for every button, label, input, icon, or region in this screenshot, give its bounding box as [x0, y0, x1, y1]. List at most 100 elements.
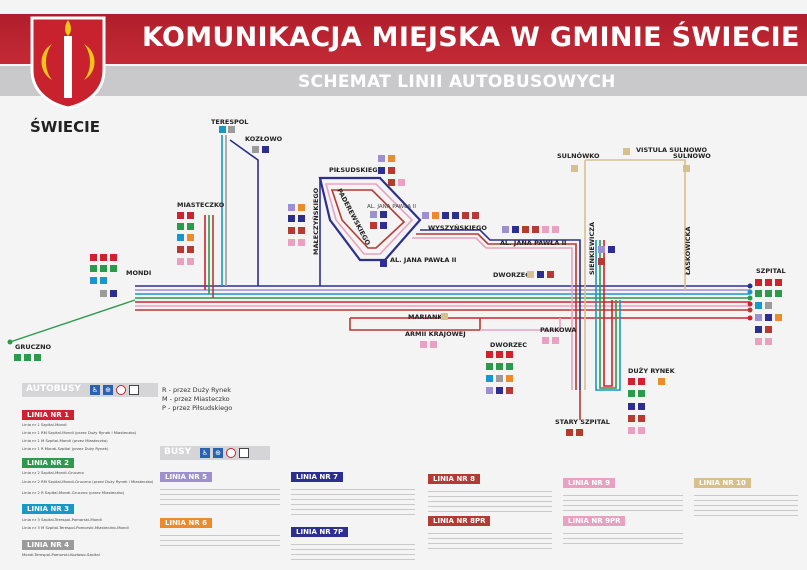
busy-label: BUSY [164, 447, 192, 457]
badges-jana-pawla-inner [370, 211, 387, 267]
route-line-gruczno [9, 299, 136, 343]
badges-gruczno [14, 354, 41, 361]
stop-stary-szpital: STARY SZPITAL [555, 418, 610, 426]
badges-wyszynskiego [422, 212, 479, 219]
via-note-p: P - przez Piłsudskiego [162, 404, 233, 412]
line-5-text [160, 485, 280, 509]
line-3-row-2: Linia nr 3 M Szpital-Terespol-Pomorski-M… [22, 525, 129, 530]
page-title: KOMUNIKACJA MIEJSKA W GMINIE ŚWIECIE [142, 22, 800, 53]
line-chip-8pr: LINIA NR 8PR [428, 516, 491, 526]
badges-miasteczko [177, 212, 194, 265]
badges-szpital [755, 279, 782, 345]
autobusy-label: AUTOBUSY [26, 384, 81, 394]
badges-dworzec-top [527, 271, 554, 278]
stop-gruczno: GRUCZNO [15, 343, 52, 351]
line-6-text [160, 531, 280, 549]
line-chip-10: LINIA NR 10 [694, 478, 751, 488]
badges-terespol [219, 126, 235, 133]
badges-duzy-rynek [628, 378, 665, 434]
line-10-text [694, 491, 798, 517]
header-bar: KOMUNIKACJA MIEJSKA W GMINIE ŚWIECIE [0, 14, 807, 64]
badges-pilsudskiego [378, 155, 405, 186]
route-line-kozlowo [229, 139, 259, 286]
stop-parkowa: PARKOWA [540, 326, 576, 334]
route-line-duzy-rynek-2 [599, 240, 617, 389]
stroller-icon: ⊕ [103, 385, 113, 395]
badges-jana-pawla-east [502, 226, 559, 233]
line-chip-3: LINIA NR 3 [22, 504, 74, 514]
stop-terespol: TERESPOL [211, 118, 248, 126]
szpital-terminals [747, 283, 753, 321]
line-9-text [563, 491, 683, 511]
route-line-pilsudskiego-loop-3 [330, 189, 406, 249]
stop-laskowicka: ŁASKOWICKA [684, 226, 692, 276]
stop-sulnowko: SULNÓWKO [557, 151, 600, 160]
stop-duzy-rynek: DUŻY RYNEK [628, 366, 676, 375]
stop-pilsudskiego: PIŁSUDSKIEGO [329, 166, 384, 174]
line-1-row-3: Linia nr 1 M Szpital-Mondi (przez Miaste… [22, 438, 108, 443]
badges-sulnowo [571, 148, 690, 172]
line-2-row-3: Linia nr 2 R Szpital-Mondi-Gruczno (prze… [22, 490, 125, 495]
stop-dworzec-top: DWORZEC [493, 271, 530, 279]
badges-armii [420, 341, 437, 348]
route-line-parkowa [480, 318, 561, 331]
busy-no-smoking-icon [226, 448, 236, 458]
badges-parkowa [542, 337, 559, 344]
busy-header: BUSY ♿ ⊕ [160, 446, 270, 460]
line-9pr-text [563, 529, 683, 547]
route-line-armii [349, 318, 481, 331]
line-1-row-2: Linia nr 1 RM Szpital-Mondi (przez Duży … [22, 430, 137, 435]
stop-sienkiewicza: SIENKIEWICZA [588, 222, 596, 275]
badges-maleczynskiego [288, 204, 305, 246]
line-2-row-2: Linia nr 2 RM Szpital-Mondi-Gruczno (prz… [22, 479, 154, 484]
badges-mondi [90, 254, 117, 297]
ticket-icon [129, 385, 139, 395]
autobusy-header: AUTOBUSY ♿ ⊕ [22, 383, 158, 397]
badges-sienkiewicza [598, 246, 615, 265]
route-line-duzy-rynek-3 [603, 240, 613, 387]
stop-miasteczko: MIASTECZKO [177, 201, 225, 209]
line-8pr-text [428, 529, 552, 551]
coat-of-arms-icon [30, 16, 106, 110]
subtitle-bar: SCHEMAT LINII AUTOBUSOWYCH [0, 66, 807, 96]
stop-mondi: MONDI [126, 269, 151, 277]
stop-armii-krajowej: ARMII KRAJOWEJ [405, 330, 466, 338]
route-line-jana-pawla [420, 229, 581, 390]
line-chip-9pr: LINIA NR 9PR [563, 516, 626, 526]
stop-wyszynskiego: WYSZYŃSKIEGO [428, 223, 487, 232]
line-7-text [291, 485, 415, 519]
badges-kozlowo [252, 146, 269, 153]
badges-marianki [441, 313, 448, 320]
stop-sulnowo: SULNOWO [673, 152, 711, 160]
accessibility-icon: ♿ [90, 385, 100, 395]
trunk-lines [9, 135, 750, 420]
stop-kozlowo: KOZŁOWO [245, 135, 283, 143]
page-subtitle: SCHEMAT LINII AUTOBUSOWYCH [298, 72, 616, 92]
line-chip-7p: LINIA NR 7P [291, 527, 349, 537]
busy-accessibility-icon: ♿ [200, 448, 210, 458]
no-smoking-icon [116, 385, 126, 395]
stop-jana-pawla-2: AL. JANA PAWŁA II [390, 256, 456, 264]
line-chip-6: LINIA NR 6 [160, 518, 212, 528]
badges-stary-szpital [566, 429, 583, 436]
stop-jana-pawla: AL. JANA PAWŁA II [500, 239, 566, 247]
busy-stroller-icon: ⊕ [213, 448, 223, 458]
line-2-row-1: Linia nr 2 Szpital-Mondi-Gruczno [22, 470, 84, 475]
stop-dworzec-bottom: DWORZEC [490, 341, 527, 349]
stop-szpital: SZPITAL [756, 267, 786, 275]
route-line-duzy-rynek [595, 240, 621, 391]
line-chip-2: LINIA NR 2 [22, 458, 74, 468]
stop-marianki: MARIANKI [408, 313, 445, 321]
line-7p-text [291, 540, 415, 562]
route-line-jana-pawla-2 [416, 233, 577, 390]
line-3-row-1: Linia nr 3 Szpital-Terespol-Pomorski-Mon… [22, 517, 102, 522]
line-chip-1: LINIA NR 1 [22, 410, 74, 420]
busy-ticket-icon [239, 448, 249, 458]
line-1-row-4: Linia nr 1 R Mondi-Szpital (przez Duży R… [22, 446, 109, 451]
line-4-row-1: Mondi-Terespol-Pomorski-Kozłowo-Szpital [22, 552, 100, 557]
line-1-row-1: Linia nr 1 Szpital-Mondi [22, 422, 67, 427]
stop-maleczynskiego: MAŁECZYŃSKIEGO [311, 187, 320, 255]
route-line-jana-pawla-3 [412, 237, 573, 390]
stop-vistula: VISTULA SULNOWO [636, 146, 708, 154]
